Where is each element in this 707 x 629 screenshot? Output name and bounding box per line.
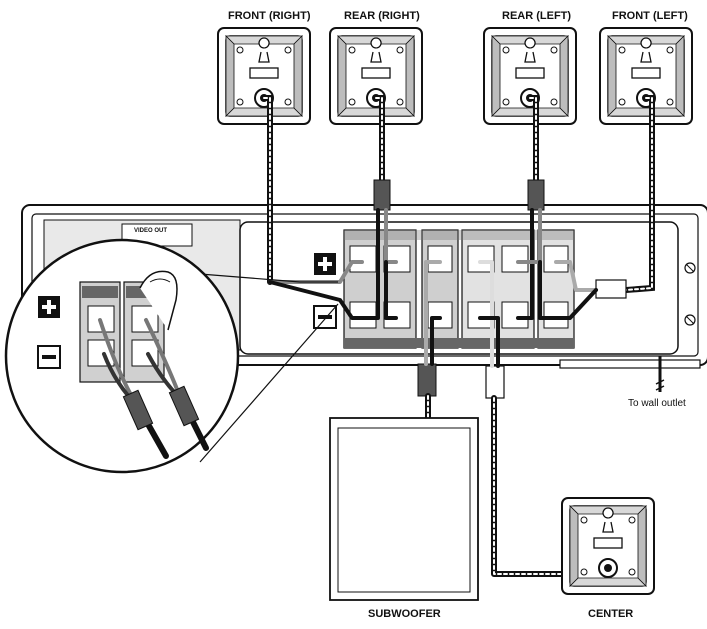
terminal-magnifier bbox=[4, 238, 339, 474]
rear-left-label: REAR (LEFT) bbox=[502, 10, 572, 22]
minus-icon bbox=[313, 305, 337, 329]
subwoofer-label: SUBWOOFER bbox=[368, 608, 441, 620]
center-speaker bbox=[561, 497, 655, 595]
rear-right-speaker bbox=[329, 27, 423, 125]
rear-right-label: REAR (RIGHT) bbox=[344, 10, 420, 22]
front-right-label: FRONT (RIGHT) bbox=[228, 10, 311, 22]
front-left-speaker bbox=[599, 27, 693, 125]
minus-icon bbox=[37, 345, 61, 369]
front-left-label: FRONT (LEFT) bbox=[612, 10, 688, 22]
rear-left-speaker bbox=[483, 27, 577, 125]
power-cord bbox=[655, 356, 665, 392]
plus-icon bbox=[38, 296, 60, 318]
video-out-label: VIDEO OUT bbox=[134, 228, 168, 234]
center-label: CENTER bbox=[588, 608, 634, 620]
front-right-speaker bbox=[217, 27, 311, 125]
plus-icon bbox=[314, 253, 336, 275]
subwoofer bbox=[329, 417, 479, 601]
wall-outlet-label: To wall outlet bbox=[628, 398, 686, 409]
